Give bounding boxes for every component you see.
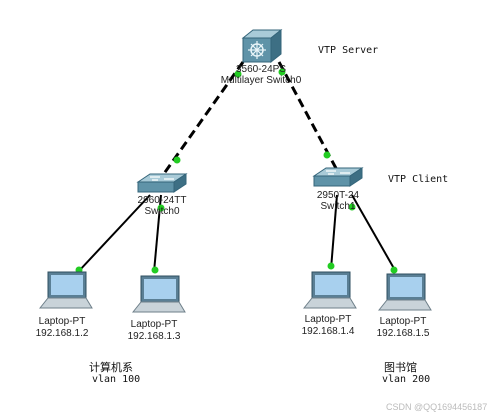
laptop0-ip-label: 192.168.1.2 [35,328,89,339]
link-multilayer-switch0[interactable] [161,61,245,176]
switch0-name-label: Switch0 [144,206,180,217]
group-right-vlan: vlan 200 [382,374,431,385]
group-right-name: 图书馆 [384,361,417,374]
group-left-name: 计算机系 [89,361,133,374]
laptop-icon[interactable] [131,275,186,313]
link-switch0-laptop0[interactable] [77,194,151,273]
switch-icon[interactable] [312,167,364,187]
laptop2-ip-label: 192.168.1.4 [301,326,355,337]
switch0-model-label: 2960-24TT [137,195,187,206]
multilayer-switch-icon[interactable] [241,28,283,64]
laptop0-type-label: Laptop-PT [38,316,86,327]
laptop-icon[interactable] [377,273,432,311]
link-switch1-laptop3[interactable] [351,194,397,273]
multilayer-name-label: Multilayer Switch0 [220,75,302,86]
switch-icon[interactable] [136,173,188,193]
laptop1-type-label: Laptop-PT [130,319,178,330]
laptop2-type-label: Laptop-PT [304,314,352,325]
laptop3-type-label: Laptop-PT [379,316,427,327]
vtp-server-note: VTP Server [318,45,379,56]
group-left-vlan: vlan 100 [92,374,141,385]
link-switch1-laptop2[interactable] [330,194,338,270]
multilayer-model-label: 3560-24PS [235,64,287,75]
laptop-icon[interactable] [302,271,357,309]
laptop1-ip-label: 192.168.1.3 [127,331,181,342]
watermark: CSDN @QQ1694456187 [386,402,488,412]
switch1-model-label: 2950T-24 [316,190,360,201]
switch1-name-label: Switch1 [320,201,356,212]
laptop3-ip-label: 192.168.1.5 [376,328,430,339]
laptop-icon[interactable] [38,271,93,309]
vtp-client-note: VTP Client [388,174,449,185]
